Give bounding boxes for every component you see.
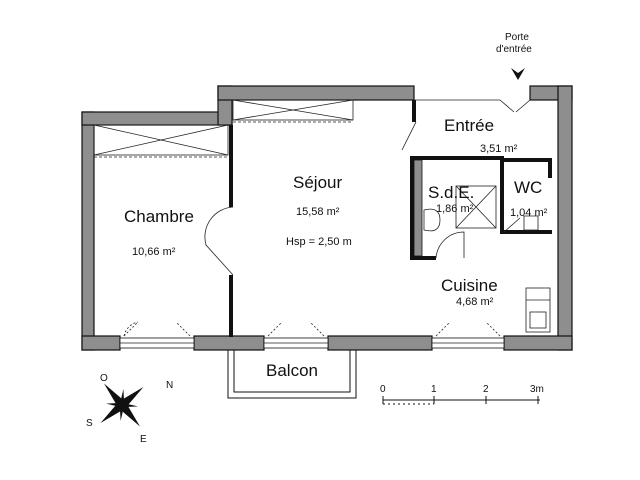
scale-tick-3: 3m <box>530 384 544 395</box>
scale-bar <box>382 396 540 405</box>
compass-south: S <box>86 418 93 429</box>
sejour-name: Séjour <box>293 173 342 192</box>
windows <box>119 321 505 349</box>
doors <box>204 99 531 276</box>
balcon-name: Balcon <box>266 361 318 380</box>
sde-name: S.d.E. <box>428 183 474 202</box>
scale-tick-1: 1 <box>431 384 437 395</box>
entrance-arrow-icon <box>511 68 525 80</box>
compass-east: E <box>140 434 147 445</box>
entree-name: Entrée <box>444 116 494 135</box>
door-label-line1: Porte <box>505 32 529 43</box>
interior-walls <box>229 100 552 337</box>
compass-west: O <box>100 373 108 384</box>
compass-north: N <box>166 380 173 391</box>
balcony <box>227 350 357 399</box>
wc-name: WC <box>514 178 542 197</box>
sejour-height: Hsp = 2,50 m <box>286 236 352 248</box>
chambre-name: Chambre <box>124 207 194 226</box>
entree-area: 3,51 m² <box>480 143 518 155</box>
door-label-line2: d'entrée <box>496 44 532 55</box>
sde-area: 1,86 m² <box>436 203 474 215</box>
wc-area: 1,04 m² <box>510 207 548 219</box>
sejour-area: 15,58 m² <box>296 206 340 218</box>
fixtures <box>423 185 551 333</box>
cuisine-name: Cuisine <box>441 276 498 295</box>
compass-rose <box>100 383 144 427</box>
closets <box>93 99 354 158</box>
scale-tick-2: 2 <box>483 384 489 395</box>
chambre-area: 10,66 m² <box>132 246 176 258</box>
cuisine-area: 4,68 m² <box>456 296 494 308</box>
scale-tick-0: 0 <box>380 384 386 395</box>
